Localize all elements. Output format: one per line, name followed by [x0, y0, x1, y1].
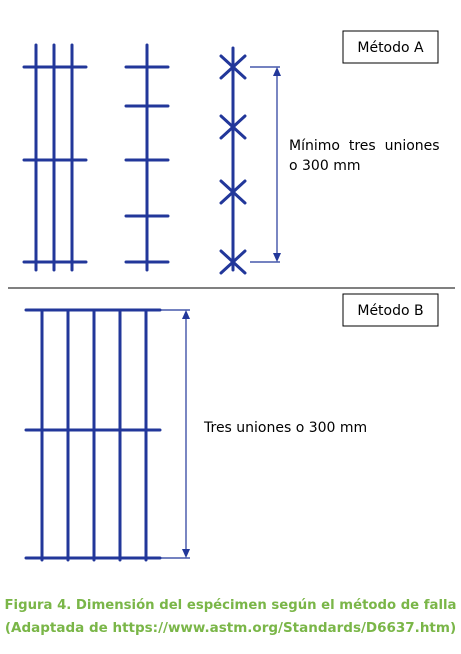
- method-a-specimen-3: [219, 46, 247, 275]
- method-a-specimen-2: [124, 43, 170, 272]
- method-a-label: Método A: [357, 40, 424, 56]
- figure-caption-line1: Figura 4. Dimensión del espécimen según …: [5, 597, 457, 613]
- method-a-specimen-1: [22, 43, 88, 272]
- method-b-label-box: [342, 293, 439, 327]
- method-a-label-box: [342, 30, 439, 64]
- method-a-section: Método A: [22, 30, 440, 275]
- method-b-dimension-arrow: [160, 309, 190, 559]
- method-a-annotation-line1: Mínimo tres uniones: [289, 138, 440, 154]
- method-b-specimen: [24, 308, 162, 562]
- method-b-section: Método B Tres uniones o 300 mm: [24, 293, 439, 562]
- figure-caption-line2: (Adaptada de https://www.astm.org/Standa…: [5, 620, 456, 636]
- method-a-annotation-line2: o 300 mm: [289, 158, 360, 174]
- method-b-label: Método B: [357, 303, 423, 319]
- method-b-annotation: Tres uniones o 300 mm: [203, 420, 367, 436]
- method-a-dimension-arrow: [250, 66, 281, 263]
